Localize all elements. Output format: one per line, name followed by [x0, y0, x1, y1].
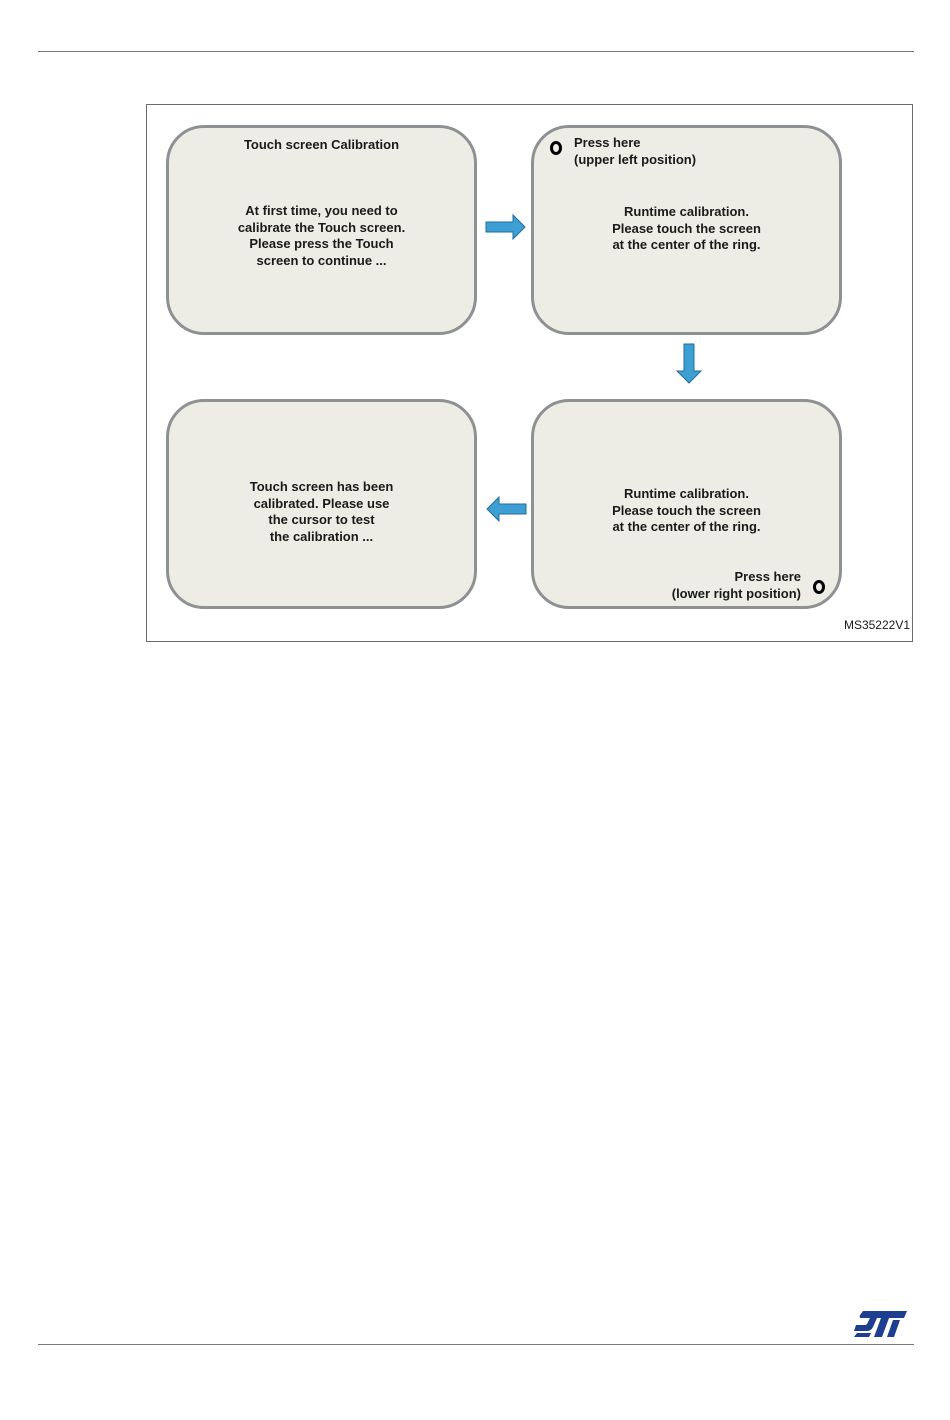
hint-line: Press here	[574, 135, 641, 150]
st-logo-icon	[854, 1311, 907, 1337]
message-line: the calibration ...	[269, 528, 374, 544]
message-line: at the center of the ring.	[612, 519, 761, 534]
press-hint: Press here (upper left position)	[574, 135, 696, 168]
screen-first-calibration: Touch screen Calibration At first time, …	[166, 125, 477, 335]
screen-lower-right-calibration: Runtime calibration. Please touch the sc…	[531, 399, 842, 609]
screen-message: At first time, you need to calibrate the…	[169, 203, 474, 269]
screen-message: Runtime calibration. Please touch the sc…	[534, 204, 839, 254]
message-line: Please touch the screen	[612, 502, 761, 518]
message-line: Runtime calibration.	[624, 486, 749, 501]
press-hint: Press here (lower right position)	[672, 569, 801, 602]
ring-target-icon[interactable]	[550, 141, 562, 155]
arrow-right-icon	[485, 213, 526, 241]
message-line: calibrate the Touch screen.	[237, 219, 406, 235]
screen-message: Touch screen has been calibrated. Please…	[169, 479, 474, 545]
screen-message: Runtime calibration. Please touch the sc…	[534, 486, 839, 536]
message-line: Runtime calibration.	[624, 204, 749, 219]
header-rule	[38, 51, 914, 52]
screen-upper-left-calibration: Press here (upper left position) Runtime…	[531, 125, 842, 335]
message-line: calibrated. Please use	[253, 495, 390, 511]
figure-id: MS35222V1	[843, 618, 910, 632]
message-line: Touch screen has been	[249, 479, 394, 494]
message-line: Please press the Touch	[249, 236, 394, 251]
ring-target-icon[interactable]	[813, 580, 825, 594]
message-line: screen to continue ...	[256, 252, 387, 268]
screen-title: Touch screen Calibration	[243, 137, 400, 152]
footer-rule	[38, 1344, 914, 1345]
arrow-left-icon	[486, 495, 527, 523]
hint-line: (lower right position)	[671, 585, 801, 601]
message-line: Please touch the screen	[612, 220, 761, 236]
message-line: the cursor to test	[268, 512, 375, 527]
hint-line: (upper left position)	[574, 151, 697, 167]
hint-line: Press here	[734, 569, 802, 584]
arrow-down-icon	[675, 343, 703, 384]
calibration-flow-figure: Touch screen Calibration At first time, …	[146, 104, 913, 642]
message-line: At first time, you need to	[245, 203, 398, 218]
message-line: at the center of the ring.	[612, 237, 761, 252]
screen-calibration-done: Touch screen has been calibrated. Please…	[166, 399, 477, 609]
